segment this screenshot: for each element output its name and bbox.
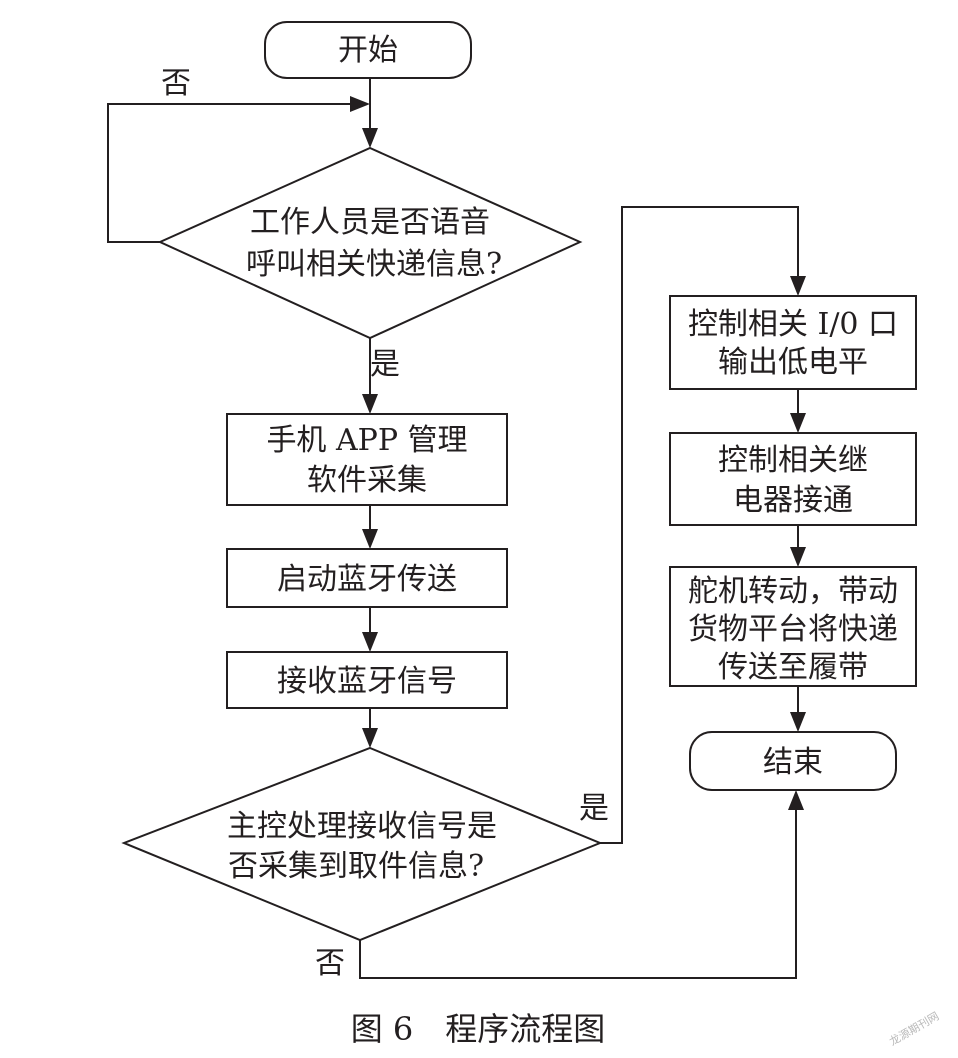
relay-line1: 控制相关继 [718, 443, 868, 478]
connectors [107, 78, 806, 979]
arrow-head [788, 790, 804, 810]
io-line2: 输出低电平 [718, 345, 868, 380]
process-bluetooth-receive: 接收蓝牙信号 [226, 651, 508, 709]
watermark: 龙源期刊网 [887, 1009, 942, 1049]
arrow-head [350, 96, 370, 112]
decision-pickup-info: 主控处理接收信号是 否采集到取件信息? [121, 746, 603, 942]
end-label: 结束 [763, 745, 823, 780]
relay-line2: 电器接通 [733, 483, 853, 518]
process-servo: 舵机转动，带动 货物平台将快递 传送至履带 [669, 566, 917, 687]
connector-decision2-no-end [359, 810, 797, 979]
arrow-head [362, 529, 378, 549]
end-node: 结束 [689, 731, 897, 791]
bt-send-label: 启动蓝牙传送 [277, 562, 457, 597]
process-bluetooth-send: 启动蓝牙传送 [226, 548, 508, 608]
connector-decision1-no-loop [107, 103, 350, 243]
process-io-low: 控制相关 I/0 口 输出低电平 [669, 295, 917, 390]
decision1-no-label: 否 [161, 66, 191, 101]
arrow-head [362, 128, 378, 148]
decision1-line2: 呼叫相关快递信息? [246, 247, 502, 282]
decision2-yes-label: 是 [579, 791, 609, 826]
process-relay-on: 控制相关继 电器接通 [669, 432, 917, 526]
start-label: 开始 [338, 33, 398, 68]
decision2-line2: 否采集到取件信息? [228, 849, 484, 884]
app-line2: 软件采集 [307, 463, 427, 498]
arrow-head [790, 276, 806, 296]
arrow-head [362, 728, 378, 748]
decision2-no-label: 否 [315, 946, 345, 981]
arrow-head [790, 547, 806, 567]
servo-line3: 传送至履带 [718, 650, 868, 685]
arrow-head [790, 712, 806, 732]
decision-voice-call: 工作人员是否语音 呼叫相关快递信息? [157, 146, 583, 340]
figure-caption: 图 6 程序流程图 [351, 1010, 606, 1048]
arrow-head [790, 413, 806, 433]
app-line1: 手机 APP 管理 [266, 423, 467, 458]
connector-decision2-yes-io [600, 206, 799, 844]
decision1-line1: 工作人员是否语音 [250, 205, 490, 240]
arrow-head [362, 632, 378, 652]
servo-line1: 舵机转动，带动 [688, 574, 898, 609]
servo-line2: 货物平台将快递 [688, 612, 898, 647]
process-app-collect: 手机 APP 管理 软件采集 [226, 413, 508, 506]
io-line1: 控制相关 I/0 口 [688, 307, 898, 342]
bt-receive-label: 接收蓝牙信号 [277, 664, 457, 699]
arrow-head [362, 394, 378, 414]
decision1-yes-label: 是 [370, 347, 400, 382]
decision2-line1: 主控处理接收信号是 [227, 809, 497, 844]
start-node: 开始 [264, 21, 472, 79]
